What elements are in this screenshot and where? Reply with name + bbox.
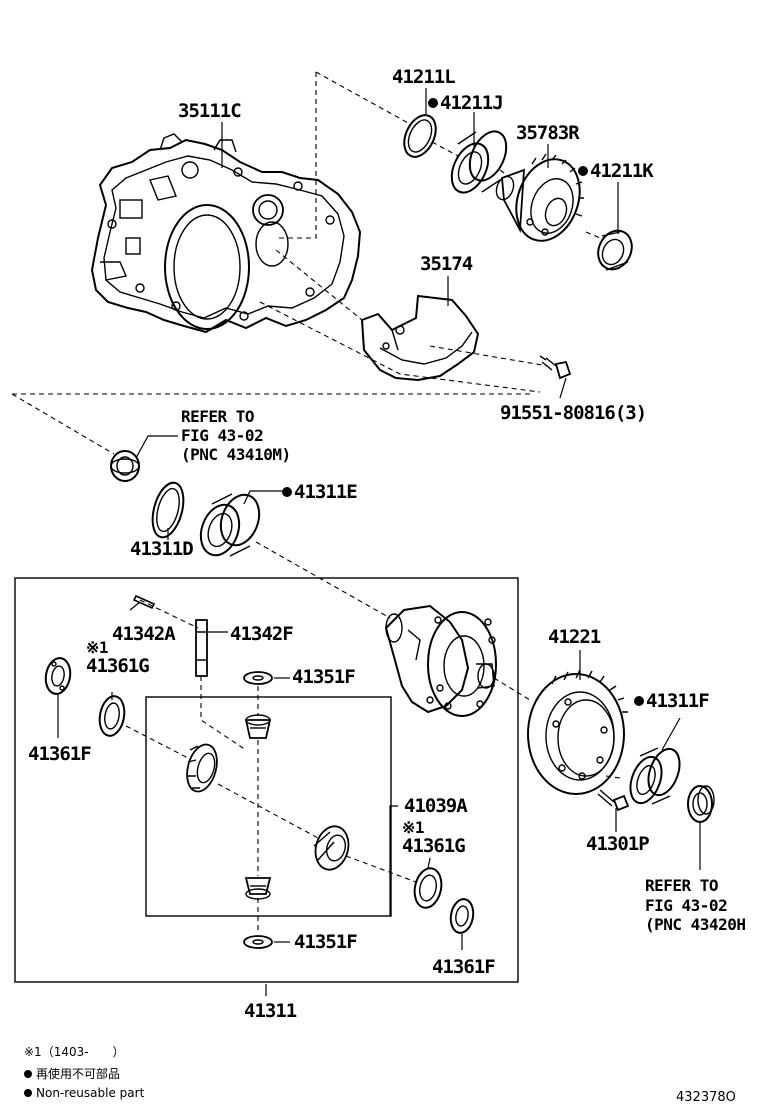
oil-seal-lower: [687, 785, 715, 823]
note-mark-left: ※1: [86, 638, 109, 657]
legend-non-reusable-jp-text: 再使用不可部品: [36, 1067, 121, 1081]
gear-35783R: [495, 153, 584, 242]
footnote-mark-legend: ※1（1403- ）: [24, 1045, 125, 1059]
label-41039A: 41039A: [404, 795, 468, 817]
refer-to-lower-line2: FIG 43-02: [645, 896, 728, 915]
label-41361G-left: 41361G: [86, 655, 150, 677]
label-41351F-upper: 41351F: [292, 666, 356, 688]
refer-to-upper-line3: (PNC 43410M): [181, 445, 291, 464]
bearing-41211K: [597, 229, 633, 271]
bolt-91551: [539, 355, 572, 380]
bullet-icon: [24, 1070, 32, 1078]
label-41211J: 41211J: [428, 94, 504, 113]
shim-41311D: [151, 481, 185, 539]
label-41342A: 41342A: [112, 623, 176, 645]
refer-to-lower-line3: (PNC 43420H: [645, 915, 746, 934]
label-41311F: 41311F: [634, 692, 710, 711]
label-41311E: 41311E: [282, 483, 358, 502]
washer-41351F-upper: [243, 671, 273, 685]
label-41221: 41221: [548, 626, 601, 648]
refer-to-lower-line1: REFER TO: [645, 876, 719, 895]
washer-41361F-left: [44, 657, 72, 695]
pin-41342A: [132, 594, 156, 610]
label-35783R: 35783R: [516, 122, 580, 144]
bearing-41311F: [629, 747, 681, 805]
refer-to-upper-line1: REFER TO: [181, 407, 255, 426]
legend-non-reusable-en-text: Non-reusable part: [36, 1086, 145, 1100]
transmission-case-35111C: [90, 133, 362, 334]
label-41361G-right: 41361G: [402, 835, 466, 857]
bolt-41301P: [597, 789, 630, 812]
side-gear-right: [313, 825, 350, 871]
label-41211K: 41211K: [578, 162, 654, 181]
label-35174: 35174: [420, 253, 473, 275]
bullet-icon: [24, 1089, 32, 1097]
differential-case: [384, 604, 497, 717]
label-41301P: 41301P: [586, 833, 650, 855]
label-35111C: 35111C: [178, 100, 242, 122]
assembly-lines: [11, 71, 621, 934]
label-41351F-lower: 41351F: [294, 931, 358, 953]
shield-35174: [360, 294, 480, 382]
label-91551-80816: 91551-80816(3): [500, 402, 647, 424]
pinion-gear-top: [244, 714, 272, 739]
ring-gear-41221: [527, 669, 628, 795]
side-gear-left: [186, 743, 218, 793]
bearing-41211J: [450, 130, 508, 194]
leader-lines: [57, 88, 701, 996]
bearing-41311E: [199, 493, 261, 557]
refer-to-upper-line2: FIG 43-02: [181, 426, 264, 445]
group-box-41311: [14, 577, 519, 983]
washer-41361G-left: [98, 695, 126, 737]
label-41342F: 41342F: [230, 623, 294, 645]
washer-41351F-lower: [243, 935, 273, 949]
oil-seal-upper: [110, 450, 140, 482]
label-41361F-right: 41361F: [432, 956, 496, 978]
washer-41361G-right: [413, 867, 443, 909]
shim-41211L: [403, 114, 437, 158]
label-41361F-left: 41361F: [28, 743, 92, 765]
legend-non-reusable-jp: 再使用不可部品: [24, 1068, 120, 1080]
label-41311: 41311: [244, 1000, 297, 1022]
pinion-gear-bottom: [244, 877, 272, 900]
legend-non-reusable-en: Non-reusable part: [24, 1087, 144, 1099]
figure-id: 432378O: [676, 1090, 736, 1105]
label-41311D: 41311D: [130, 538, 194, 560]
note-mark-right: ※1: [402, 818, 425, 837]
label-41211L: 41211L: [392, 66, 456, 88]
washer-41361F-right: [449, 898, 475, 934]
